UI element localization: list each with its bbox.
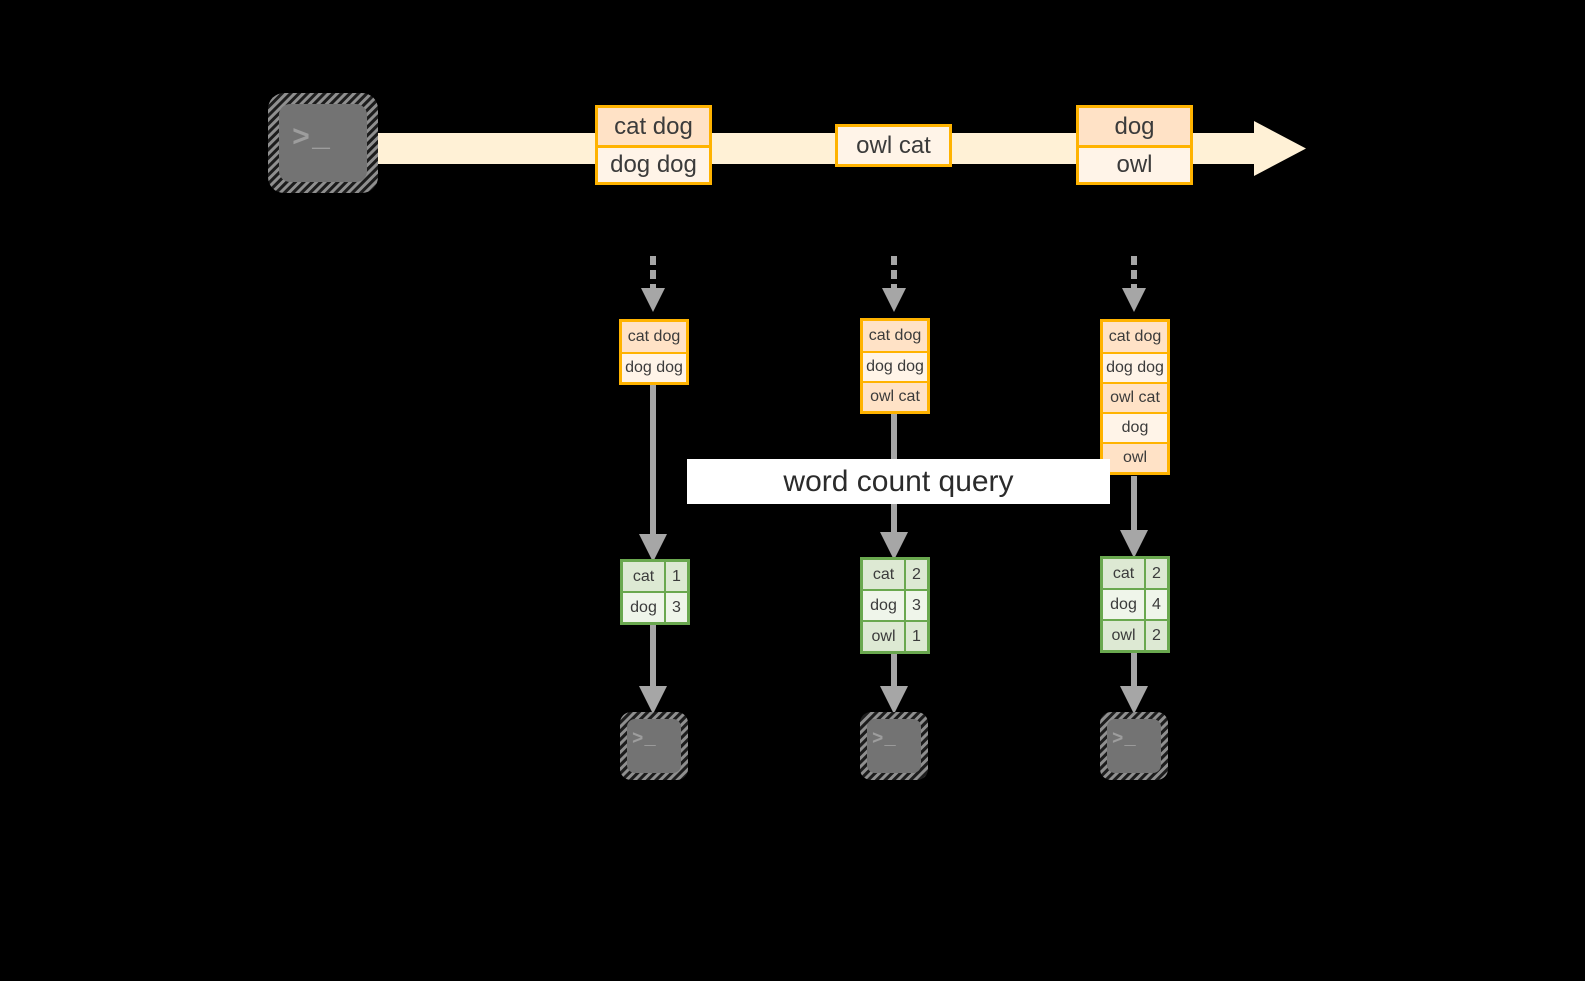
result-count: 2: [1146, 559, 1167, 588]
log-line: cat dog: [863, 321, 927, 351]
log-line: cat dog: [1103, 322, 1167, 352]
table-row: owl 2: [1103, 619, 1167, 650]
query-label-text: word count query: [783, 464, 1014, 498]
sink-terminal-prompt-2: >_: [872, 728, 897, 750]
query-label: word count query: [687, 459, 1110, 504]
table-row: dog 3: [863, 589, 927, 620]
result-word: owl: [863, 622, 906, 651]
sink-terminal-icon-1: [620, 712, 688, 780]
result-table-3: cat 2 dog 4 owl 2: [1100, 556, 1170, 653]
result-count: 2: [1146, 621, 1167, 650]
log-line: owl cat: [1103, 382, 1167, 412]
result-count: 1: [666, 562, 687, 591]
stream-record-line: owl cat: [838, 127, 949, 164]
table-row: cat 2: [1103, 559, 1167, 588]
sink-terminal-icon-3: [1100, 712, 1168, 780]
result-word: owl: [1103, 621, 1146, 650]
stream-record-line: dog dog: [598, 145, 709, 182]
result-word: cat: [623, 562, 666, 591]
feed-arrow-2: [882, 256, 906, 312]
log-line: dog dog: [1103, 352, 1167, 382]
source-terminal-icon: [268, 93, 378, 193]
sink-arrow-1: [639, 620, 667, 714]
result-count: 4: [1146, 590, 1167, 619]
snapshot-log-1: cat dog dog dog: [619, 319, 689, 385]
result-word: cat: [1103, 559, 1146, 588]
stream-record-1: cat dog dog dog: [595, 105, 712, 185]
result-word: dog: [1103, 590, 1146, 619]
log-line: dog dog: [622, 352, 686, 382]
result-count: 1: [906, 622, 927, 651]
log-line: owl cat: [863, 381, 927, 411]
snapshot-log-3: cat dog dog dog owl cat dog owl: [1100, 319, 1170, 475]
sink-terminal-prompt-3: >_: [1112, 728, 1137, 750]
log-line: dog: [1103, 412, 1167, 442]
snapshot-log-2: cat dog dog dog owl cat: [860, 318, 930, 414]
sink-arrow-3: [1120, 650, 1148, 714]
table-row: cat 2: [863, 560, 927, 589]
stream-record-line: owl: [1079, 145, 1190, 182]
result-count: 3: [906, 591, 927, 620]
table-row: cat 1: [623, 562, 687, 591]
sink-arrow-2: [880, 650, 908, 714]
sink-terminal-icon-2: [860, 712, 928, 780]
log-line: cat dog: [622, 322, 686, 352]
source-terminal-prompt: >_: [292, 122, 333, 156]
log-line: owl: [1103, 442, 1167, 472]
result-count: 3: [666, 593, 687, 622]
log-line: dog dog: [863, 351, 927, 381]
result-word: cat: [863, 560, 906, 589]
feed-arrow-1: [641, 256, 665, 312]
result-table-2: cat 2 dog 3 owl 1: [860, 557, 930, 654]
stream-record-line: dog: [1079, 108, 1190, 145]
result-word: dog: [623, 593, 666, 622]
table-row: owl 1: [863, 620, 927, 651]
feed-arrow-3: [1122, 256, 1146, 312]
stream-record-line: cat dog: [598, 108, 709, 145]
result-word: dog: [863, 591, 906, 620]
stream-record-2: owl cat: [835, 124, 952, 167]
table-row: dog 4: [1103, 588, 1167, 619]
sink-terminal-prompt-1: >_: [632, 728, 657, 750]
result-table-1: cat 1 dog 3: [620, 559, 690, 625]
query-arrow-1: [639, 384, 667, 562]
stream-record-3: dog owl: [1076, 105, 1193, 185]
result-count: 2: [906, 560, 927, 589]
query-arrow-3: [1120, 476, 1148, 558]
table-row: dog 3: [623, 591, 687, 622]
